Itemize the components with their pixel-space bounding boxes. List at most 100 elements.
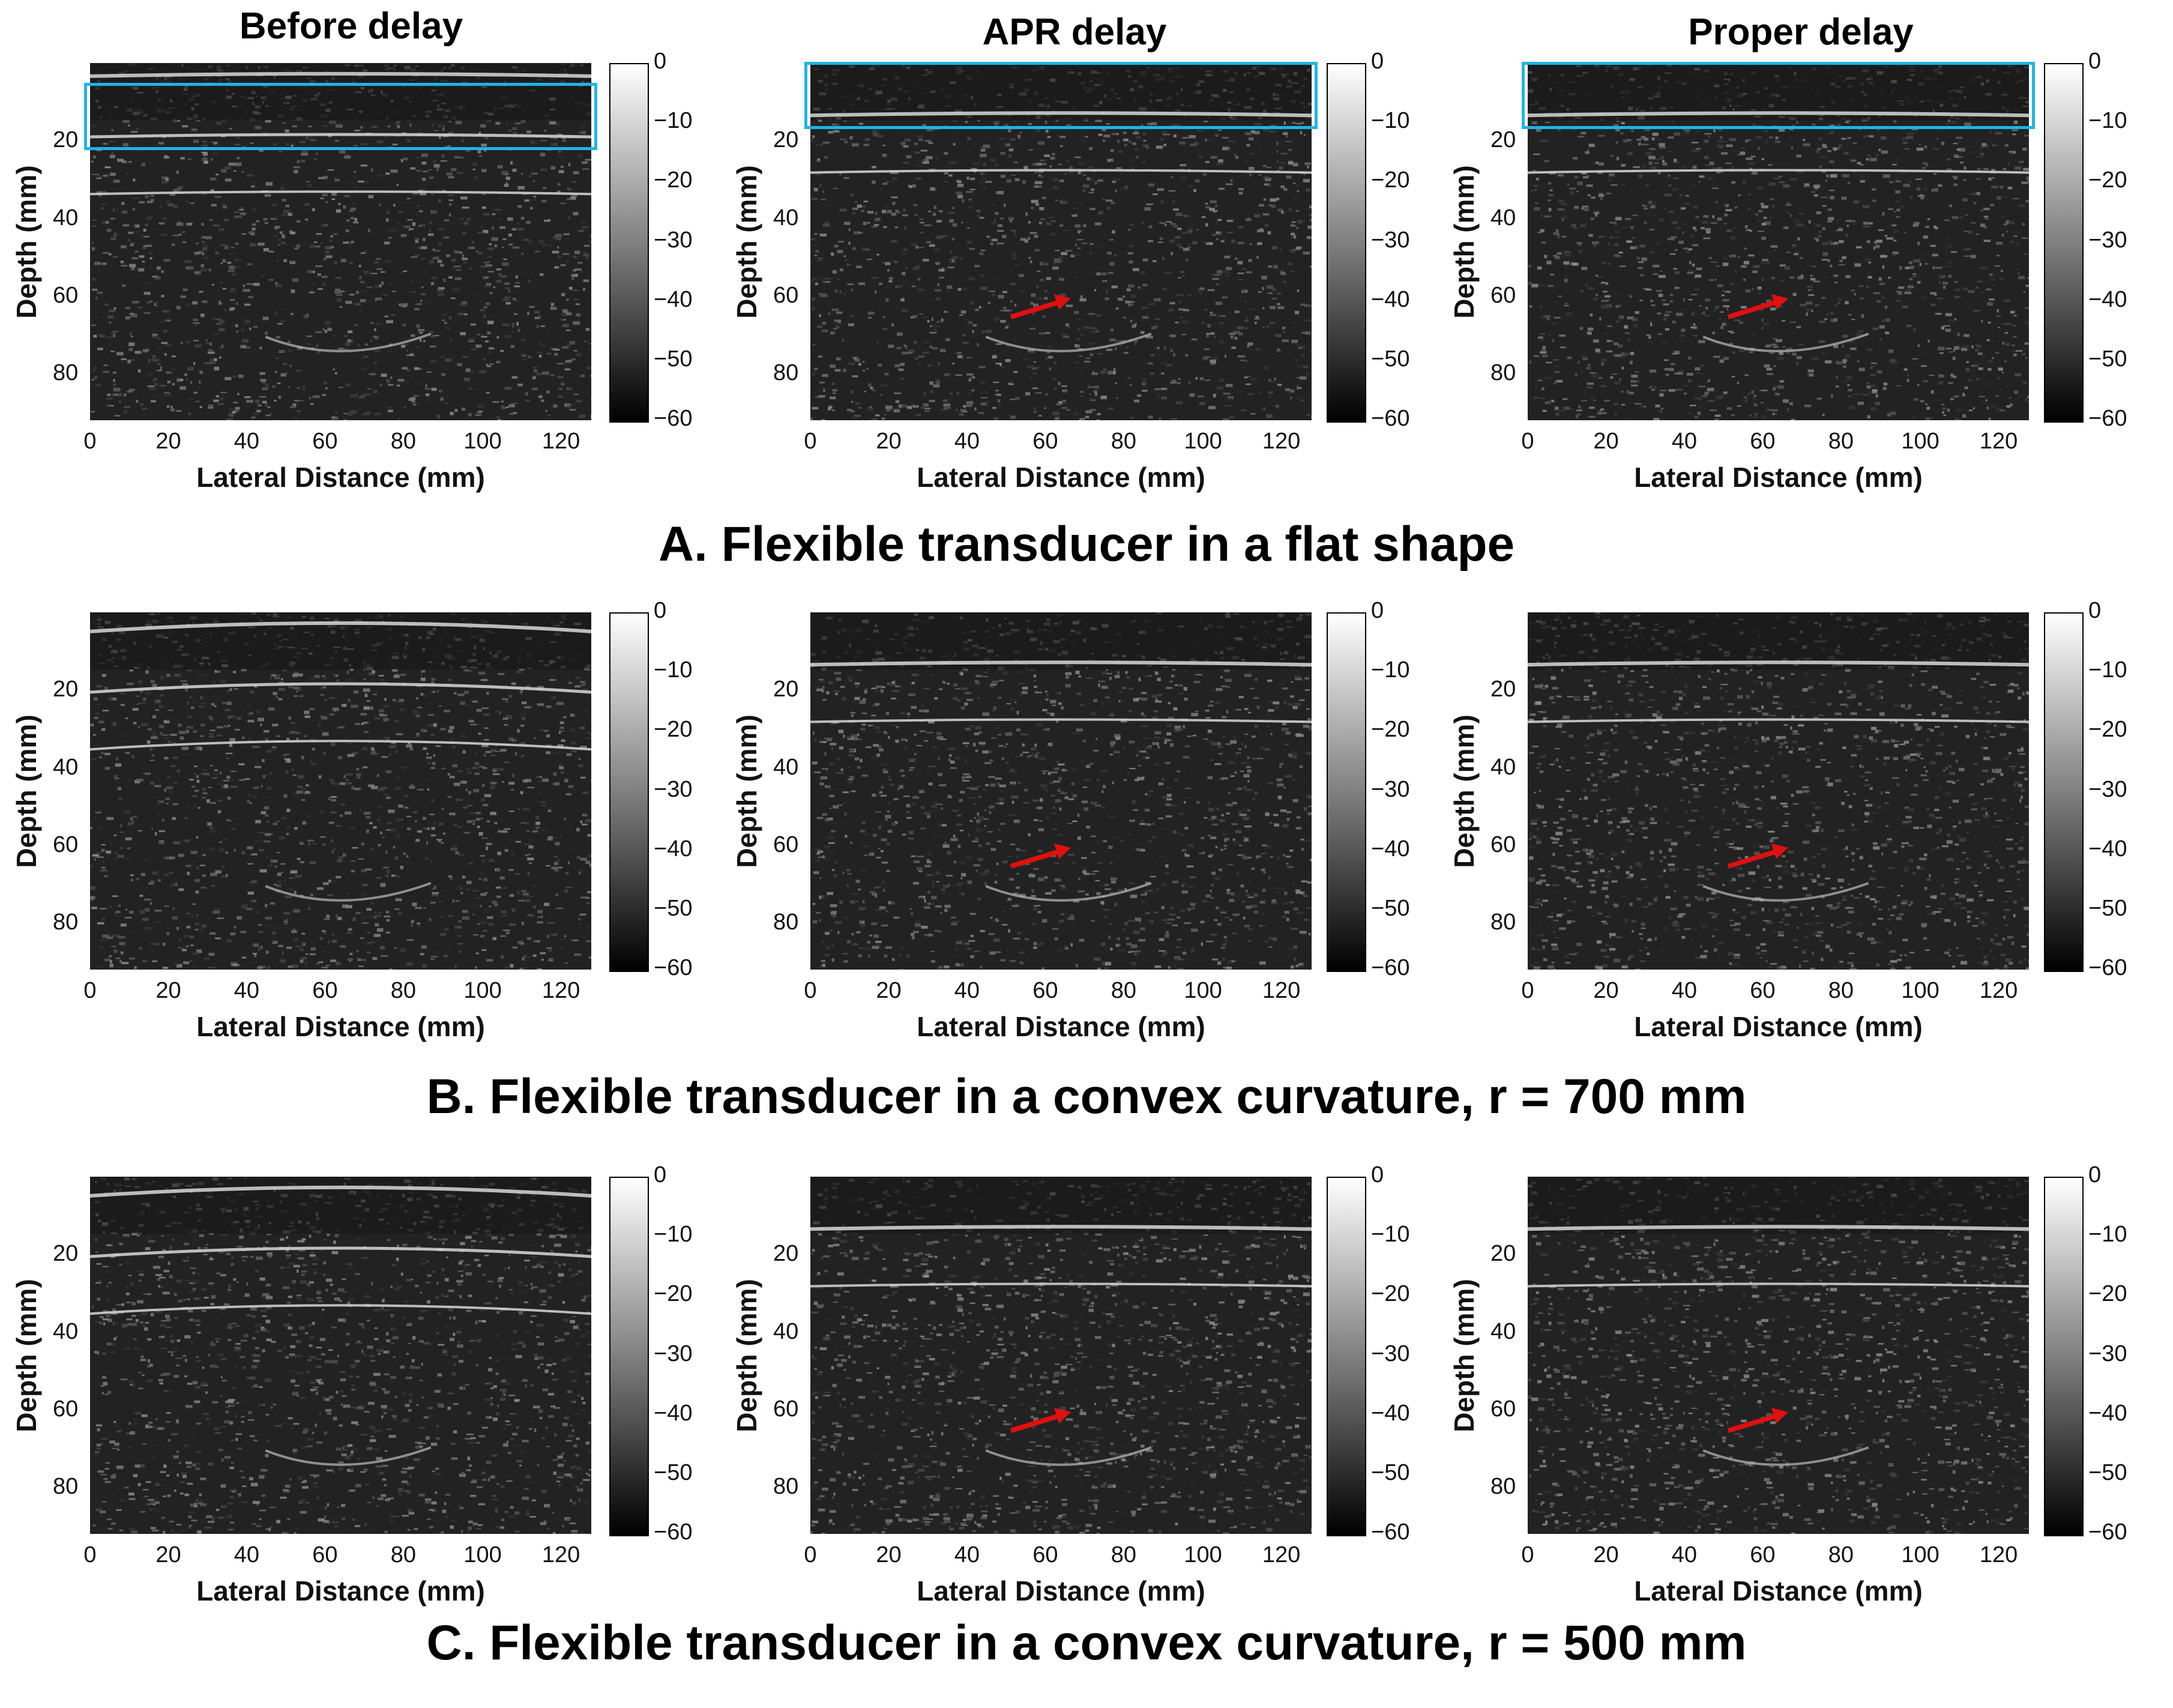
colorbar-tick-label: 0 [1371,1162,1384,1187]
y-axis-label: Depth (mm) [731,164,762,319]
y-tick-label: 20 [773,127,799,153]
colorbar-tick-label: −40 [654,836,693,862]
x-tick-label: 120 [541,429,580,454]
colorbar-tick-label: −40 [654,286,693,312]
x-tick-label: 20 [1593,978,1619,1003]
y-tick-label: 20 [1490,677,1516,702]
y-tick-label: 80 [1490,1474,1516,1500]
colorbar-tick-label: 0 [654,598,667,623]
x-axis-label: Lateral Distance (mm) [917,462,1205,493]
x-tick-label: 100 [1901,1542,1939,1568]
y-axis-label: Depth (mm) [11,164,42,319]
x-tick-label: 120 [1262,978,1301,1003]
y-tick-label: 60 [1490,1396,1516,1422]
colorbar-tick-label: −10 [654,657,693,683]
colorbar-tick-label: −50 [1371,1459,1410,1485]
colorbar-tick-label: −40 [654,1400,693,1426]
red-arrow-row3-col3 [1726,1402,1792,1438]
y-tick-label: 60 [1490,283,1516,309]
y-tick-label: 20 [1490,1241,1516,1267]
x-axis-label: Lateral Distance (mm) [917,1011,1205,1042]
colorbar-tick-label: 0 [654,1162,667,1187]
colorbar-tick-label: −20 [654,167,693,193]
x-tick-label: 60 [312,978,338,1003]
x-tick-label: 20 [155,978,181,1003]
colorbar-tick-label: −30 [1371,1341,1410,1366]
colorbar-row1-col1 [609,63,649,423]
red-arrow-row1-col2 [1008,288,1074,324]
red-arrow-row3-col2 [1008,1402,1074,1438]
ultrasound-speckle [810,1177,1312,1534]
y-tick-label: 80 [53,360,79,386]
y-axis-label: Depth (mm) [11,1278,42,1432]
colorbar-tick-label: 0 [654,49,667,74]
y-tick-label: 60 [53,832,79,858]
ultrasound-speckle [810,612,1312,970]
colorbar-tick-label: 0 [2088,598,2102,623]
colorbar-row2-col3 [2044,612,2084,972]
colorbar-tick-label: −40 [1371,286,1410,312]
column-title-2: APR delay [982,11,1167,53]
colorbar-tick-label: −40 [2088,1400,2127,1426]
y-tick-label: 40 [53,205,79,231]
y-tick-label: 60 [773,1396,799,1422]
x-tick-label: 20 [876,978,902,1003]
x-axis-label: Lateral Distance (mm) [917,1575,1205,1607]
colorbar-tick-label: 0 [2088,49,2102,74]
x-tick-label: 0 [804,1542,817,1568]
y-tick-label: 60 [1490,832,1516,858]
x-tick-label: 120 [1979,429,2018,454]
x-tick-label: 80 [390,429,417,454]
colorbar-tick-label: −60 [2088,1519,2127,1545]
x-axis-label: Lateral Distance (mm) [196,462,485,493]
colorbar-tick-label: −50 [1371,895,1410,921]
y-tick-label: 20 [53,127,79,153]
colorbar-tick-label: 0 [2088,1162,2102,1187]
colorbar-tick-label: −40 [1371,1400,1410,1426]
x-tick-label: 20 [155,1542,181,1568]
colorbar-tick-label: −60 [1371,955,1410,980]
colorbar-row1-col3 [2044,63,2084,423]
ultrasound-image-row1-col1 [90,63,591,420]
y-tick-label: 20 [53,677,79,702]
colorbar-tick-label: −50 [1371,346,1410,372]
x-tick-label: 120 [1262,1542,1301,1568]
colorbar-tick-label: −60 [1371,1519,1410,1545]
colorbar-tick-label: −30 [1371,776,1410,802]
y-axis-label: Depth (mm) [1448,1278,1480,1432]
colorbar-tick-label: −10 [1371,1222,1410,1248]
x-tick-label: 40 [954,429,980,454]
column-title-3: Proper delay [1688,11,1914,53]
roi-box-col1 [84,83,597,150]
colorbar-tick-label: −10 [2088,657,2127,683]
ultrasound-speckle [1528,612,2029,970]
ultrasound-image-row2-col2 [810,612,1312,970]
ultrasound-speckle [90,1177,591,1534]
colorbar-tick-label: −30 [654,776,693,802]
colorbar-tick-label: −10 [1371,108,1410,134]
colorbar-tick-label: −60 [1371,406,1410,431]
x-tick-label: 40 [954,978,980,1003]
colorbar-row2-col2 [1327,612,1366,972]
colorbar-tick-label: −50 [654,1459,693,1485]
x-tick-label: 120 [1262,429,1301,454]
colorbar-tick-label: 0 [1371,598,1384,623]
y-tick-label: 60 [773,283,799,309]
y-tick-label: 60 [53,1396,79,1422]
x-axis-label: Lateral Distance (mm) [196,1011,485,1042]
colorbar-tick-label: −30 [654,227,693,253]
colorbar-tick-label: −20 [2088,717,2127,743]
x-tick-label: 0 [1521,429,1534,454]
colorbar-row3-col1 [609,1177,649,1536]
x-tick-label: 0 [804,429,817,454]
ultrasound-speckle [90,63,591,420]
red-arrow-row2-col3 [1726,837,1792,874]
x-tick-label: 40 [1671,978,1698,1003]
colorbar-tick-label: −30 [2088,1341,2127,1366]
x-tick-label: 40 [1671,429,1698,454]
colorbar-tick-label: −50 [2088,1459,2127,1485]
x-tick-label: 0 [1521,978,1534,1003]
colorbar-tick-label: −50 [2088,895,2127,921]
x-tick-label: 80 [1111,429,1137,454]
